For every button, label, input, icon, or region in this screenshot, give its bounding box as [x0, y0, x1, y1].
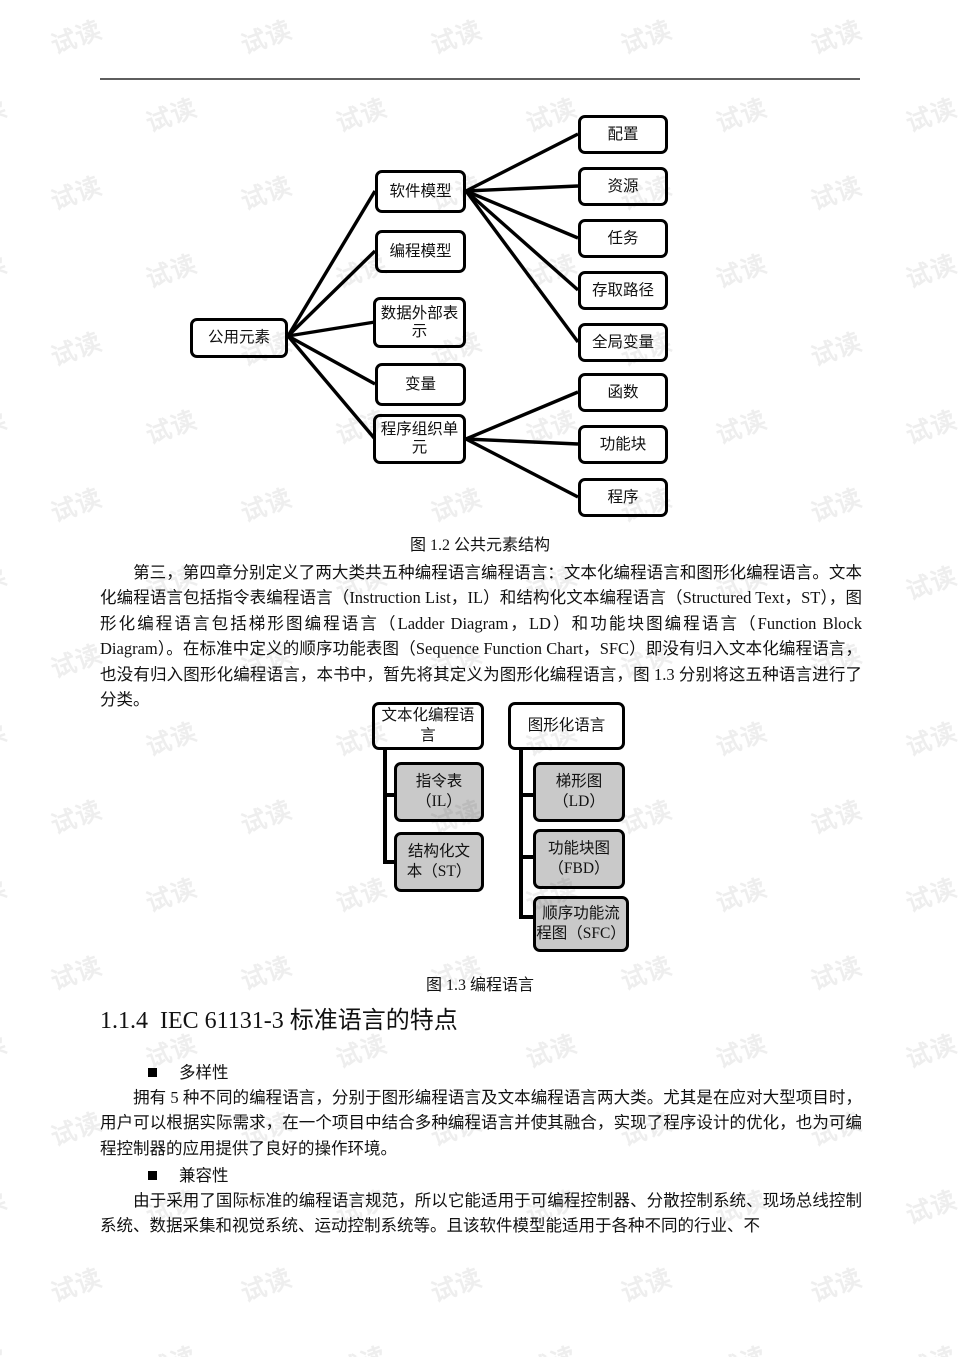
node-data-external-representation: 数据外部表示 — [373, 297, 466, 348]
figure-1-2: 公用元素 软件模型 编程模型 数据外部表示 变量 程序组织单元 配置 资源 任务… — [0, 0, 960, 530]
node-instruction-list: 指令表（IL） — [394, 762, 484, 822]
node-access-path: 存取路径 — [578, 271, 668, 310]
node-label: 资源 — [607, 177, 639, 195]
figure-1-3: 文本化编程语言 指令表（IL） 结构化文本（ST） 图形化语言 梯形图（LD） … — [0, 690, 960, 960]
feature-bullet-compatibility: 兼容性 — [148, 1162, 229, 1186]
node-function-block-diagram: 功能块图（FBD） — [533, 829, 625, 889]
header-rule — [100, 78, 860, 80]
paragraph-programming-languages: 第三，第四章分别定义了两大类共五种编程语言编程语言：文本化编程语言和图形化编程语… — [100, 560, 862, 712]
node-label: 存取路径 — [591, 281, 654, 299]
feature-text-compatibility: 由于采用了国际标准的编程语言规范，所以它能适用于可编程控制器、分散控制系统、现场… — [100, 1188, 862, 1239]
figure-1-3-connectors — [383, 748, 535, 919]
figure-1-2-caption: 图 1.2 公共元素结构 — [409, 537, 550, 554]
bullet-square-icon — [148, 1171, 157, 1180]
node-function-block: 功能块 — [578, 425, 668, 464]
node-common-elements: 公用元素 — [190, 318, 288, 358]
node-label: 文本化编程语言 — [381, 707, 475, 744]
node-graphical-languages: 图形化语言 — [508, 702, 625, 750]
feature-text-diversity: 拥有 5 种不同的编程语言，分别于图形编程语言及文本编程语言两大类。尤其是在应对… — [100, 1085, 862, 1161]
node-label: 结构化文本（ST） — [406, 843, 472, 880]
node-label: 全局变量 — [591, 333, 654, 351]
section-number: 1.1.4 — [100, 1008, 148, 1034]
feature-label: 兼容性 — [179, 1166, 229, 1185]
node-textual-languages: 文本化编程语言 — [372, 702, 484, 750]
bullet-square-icon — [148, 1068, 157, 1077]
node-resource: 资源 — [578, 167, 668, 206]
node-label: 配置 — [607, 125, 639, 143]
node-label: 程序组织单元 — [380, 421, 459, 456]
feature-bullet-diversity: 多样性 — [148, 1059, 229, 1083]
node-label: 梯形图（LD） — [553, 773, 605, 810]
node-label: 指令表（IL） — [415, 773, 463, 810]
node-label: 功能块图（FBD） — [547, 840, 610, 877]
node-sequential-function-chart: 顺序功能流程图（SFC） — [533, 896, 629, 952]
feature-label: 多样性 — [179, 1063, 229, 1082]
node-global-variable: 全局变量 — [578, 323, 668, 362]
paragraph-text: 由于采用了国际标准的编程语言规范，所以它能适用于可编程控制器、分散控制系统、现场… — [100, 1191, 862, 1236]
node-ladder-diagram: 梯形图（LD） — [533, 762, 625, 822]
node-configuration: 配置 — [578, 115, 668, 154]
section-heading: 1.1.4 IEC 61131-3 标准语言的特点 — [100, 1000, 458, 1035]
node-software-model: 软件模型 — [375, 170, 466, 213]
node-structured-text: 结构化文本（ST） — [394, 832, 484, 892]
paragraph-text: 第三，第四章分别定义了两大类共五种编程语言编程语言：文本化编程语言和图形化编程语… — [100, 563, 862, 710]
section-title: IEC 61131-3 标准语言的特点 — [160, 1008, 458, 1034]
node-label: 程序 — [607, 488, 639, 506]
node-label: 图形化语言 — [527, 717, 606, 734]
node-task: 任务 — [578, 219, 668, 258]
node-label: 顺序功能流程图（SFC） — [536, 905, 626, 942]
paragraph-text: 拥有 5 种不同的编程语言，分别于图形编程语言及文本编程语言两大类。尤其是在应对… — [100, 1088, 862, 1158]
figure-1-3-caption: 图 1.3 编程语言 — [425, 977, 534, 994]
node-label: 编程模型 — [389, 242, 452, 260]
node-label: 任务 — [607, 229, 639, 247]
node-label: 变量 — [404, 375, 436, 393]
node-program-organization-unit: 程序组织单元 — [373, 414, 466, 464]
node-label: 公用元素 — [207, 329, 270, 346]
node-label: 功能块 — [599, 435, 647, 453]
figure-1-2-connectors — [286, 132, 580, 499]
node-program: 程序 — [578, 478, 668, 517]
node-variable: 变量 — [375, 363, 466, 406]
node-programming-model: 编程模型 — [375, 230, 466, 273]
node-label: 数据外部表示 — [380, 304, 459, 340]
node-function: 函数 — [578, 373, 668, 412]
node-label: 函数 — [607, 383, 639, 401]
node-label: 软件模型 — [389, 182, 452, 200]
